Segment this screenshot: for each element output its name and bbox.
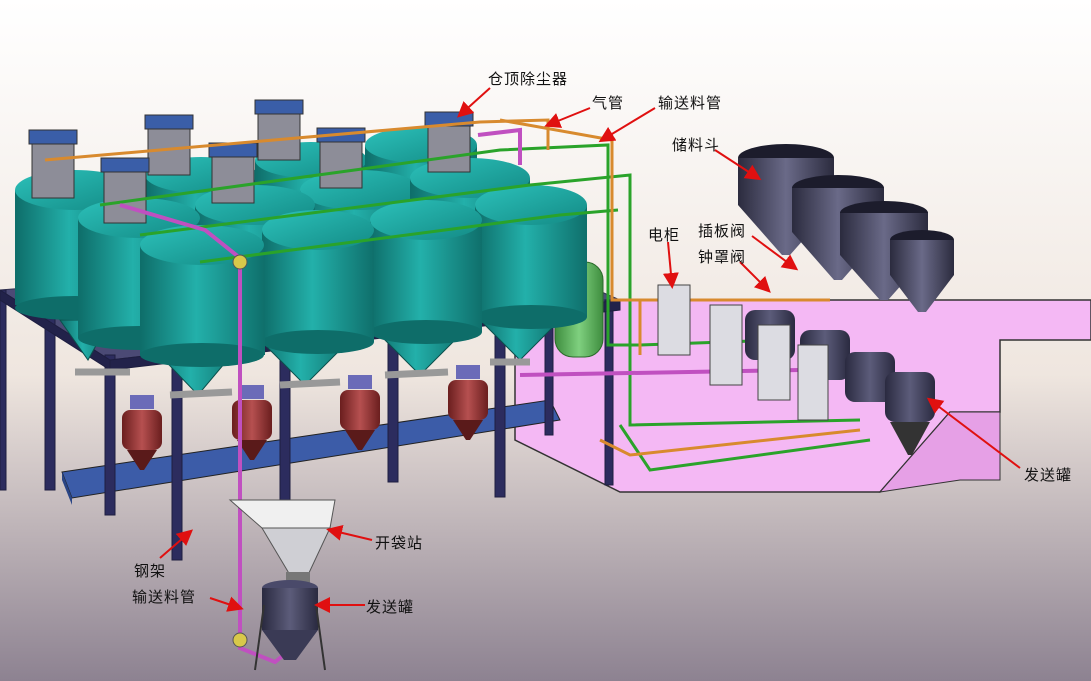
label-bag-station: 开袋站 xyxy=(375,534,424,552)
pipe-joint xyxy=(232,632,248,648)
dust-collectors xyxy=(28,99,474,224)
annotation-arrows xyxy=(159,87,1021,613)
conveying-pipe-purple xyxy=(119,127,801,665)
base-platform xyxy=(61,399,561,505)
label-convey-pipe-bottom: 输送料管 xyxy=(132,588,197,606)
label-storage-hopper: 储料斗 xyxy=(672,136,721,154)
label-convey-pipe-top: 输送料管 xyxy=(658,94,723,112)
label-electric-cabinet: 电柜 xyxy=(648,226,681,244)
storage-hoppers xyxy=(738,144,954,312)
bottom-send-tank xyxy=(254,580,326,671)
label-steel-frame: 钢架 xyxy=(134,562,167,580)
pipe-joint xyxy=(232,254,248,270)
electric-cabinets xyxy=(657,284,829,421)
label-send-tank-bottom: 发送罐 xyxy=(366,598,415,616)
label-send-tank-right: 发送罐 xyxy=(1024,466,1073,484)
label-bell-valve: 钟罩阀 xyxy=(698,248,747,266)
lower-pipes xyxy=(75,358,530,399)
label-dust-collector: 仓顶除尘器 xyxy=(488,70,569,88)
label-gate-valve: 插板阀 xyxy=(698,222,747,240)
label-air-pipe: 气管 xyxy=(592,94,625,112)
bag-dump-station xyxy=(228,499,336,584)
air-pipes-orange xyxy=(44,118,861,457)
